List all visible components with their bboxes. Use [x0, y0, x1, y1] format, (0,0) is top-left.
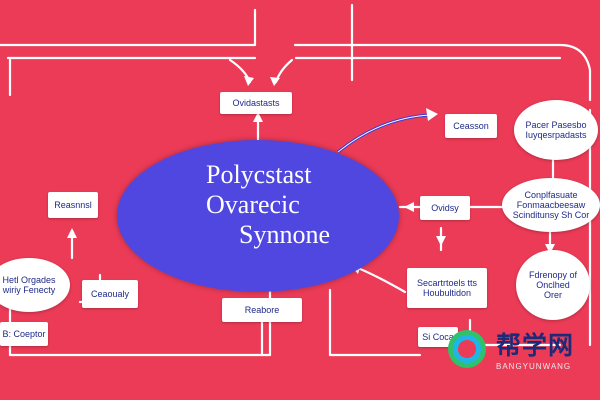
top-node: Ovidastasts — [220, 92, 292, 114]
watermark-title: 帮学网 — [496, 331, 575, 360]
far-right-bottom-oval: Fdrenopy of Onclhed Orer — [516, 250, 590, 320]
bottom-left-oval: Hetl Orgades wiriy Fenecty — [0, 258, 70, 312]
node-line: Scinditunsy Sh Cor — [512, 210, 590, 220]
node-line: Fdrenopy of — [528, 270, 578, 280]
bottom-left-node: Ceaoualy — [82, 280, 138, 308]
node-line: Conplfasuate — [524, 190, 578, 200]
node-line: Onclhed — [536, 280, 570, 290]
center-label-line: Ovarecic — [206, 190, 300, 219]
left-node: Reasnnsl — [48, 192, 98, 218]
bottom-left-caption: B: Coeptor — [0, 322, 48, 346]
watermark-subtitle: BANGYUNWANG — [496, 362, 572, 371]
node-line: Houbultidon — [422, 288, 472, 298]
right-top-node: Ceasson — [445, 114, 497, 138]
node-line: Secartrtoels tts — [416, 278, 478, 288]
node-line: Hetl Orgades — [2, 275, 56, 285]
node-line: Orer — [544, 290, 562, 300]
center-ellipse — [117, 140, 399, 292]
magnifier-logo-icon — [448, 330, 486, 368]
far-right-mid-oval: Conplfasuate Fonmaacbeesaw Scinditunsy S… — [502, 178, 600, 232]
center-label-line: Polycstast — [206, 160, 312, 189]
node-line: Iuyqesrpadasts — [525, 130, 587, 140]
node-line: Fonmaacbeesaw — [516, 200, 586, 210]
center-label: Polycstast Ovarecic Synnone — [178, 160, 338, 250]
center-label-line: Synnone — [239, 220, 330, 249]
watermark: 帮学网 BANGYUNWANG — [446, 328, 588, 380]
node-line: wiriy Fenecty — [2, 285, 56, 295]
bottom-node: Reabore — [222, 298, 302, 322]
right-mid-node: Ovidsy — [420, 196, 470, 220]
far-right-top-oval: Pacer Pasesbo Iuyqesrpadasts — [514, 100, 598, 160]
node-line: Pacer Pasesbo — [525, 120, 587, 130]
right-bottom-node: Secartrtoels tts Houbultidon — [407, 268, 487, 308]
